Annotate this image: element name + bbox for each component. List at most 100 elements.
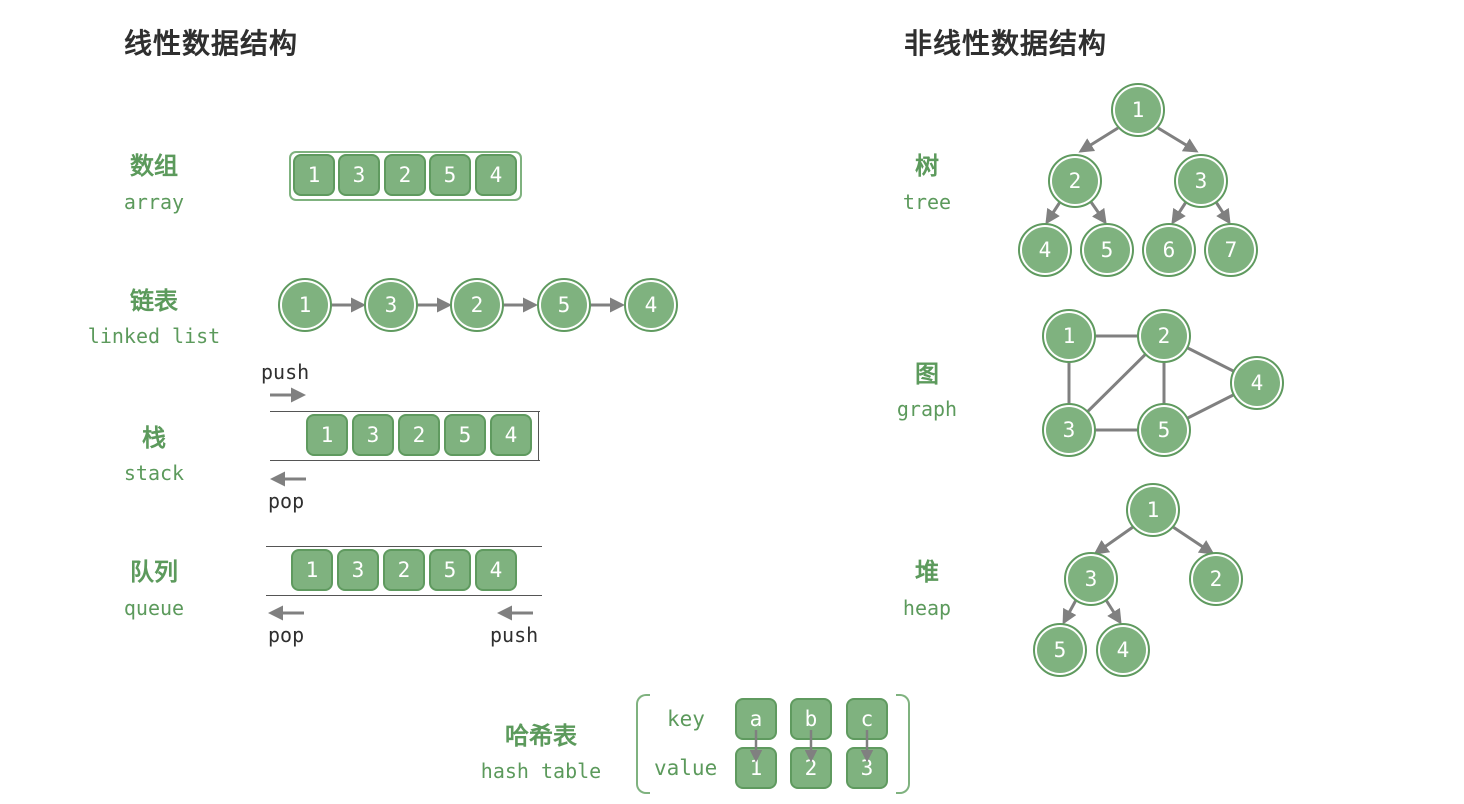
array-cell: 4 [475, 154, 517, 196]
stack-cell: 2 [398, 414, 440, 456]
tree-edge [1089, 201, 1107, 225]
hash-table-bracket-left [636, 694, 650, 794]
graph-node-label: 2 [1158, 324, 1171, 348]
heap-edges [1062, 525, 1215, 625]
list-node-label: 1 [299, 293, 312, 317]
tree-edges [1045, 126, 1231, 225]
stack-cell: 3 [352, 414, 394, 456]
linked-list-label-cn: 链表 [130, 287, 178, 315]
stack-pop-label: pop [268, 489, 305, 513]
array-label-cn: 数组 [130, 152, 178, 180]
stack-cell: 5 [444, 414, 486, 456]
tree-node [1115, 87, 1161, 133]
list-node [628, 282, 674, 328]
heap-node-label: 4 [1117, 638, 1130, 662]
queue-cell: 5 [429, 549, 471, 591]
stack-push-label: push [261, 360, 310, 384]
linked-list-label-en: linked list [87, 324, 221, 348]
tree-edge [1214, 201, 1231, 225]
heap-label-cn: 堆 [915, 558, 939, 586]
queue-cell: 2 [383, 549, 425, 591]
heap-edge [1104, 599, 1122, 625]
queue-label-cn: 队列 [130, 558, 178, 586]
heap-edge [1172, 525, 1215, 555]
array-cell: 5 [429, 154, 471, 196]
stack-bottom-line [270, 460, 540, 461]
graph-node-label: 5 [1158, 418, 1171, 442]
stack-end-wall [538, 411, 539, 461]
graph-node-label: 3 [1063, 418, 1076, 442]
list-node [282, 282, 328, 328]
hash-table-label-en: hash table [480, 759, 602, 783]
stack-label-en: stack [123, 461, 185, 485]
heap-node-label: 1 [1147, 498, 1160, 522]
list-node [541, 282, 587, 328]
queue-pop-label: pop [268, 623, 305, 647]
list-node [454, 282, 500, 328]
heap-edge [1093, 525, 1134, 555]
hash-table-bracket-right [896, 694, 910, 794]
graph-node [1141, 407, 1187, 453]
array-container [289, 151, 522, 201]
queue-bottom-line [266, 595, 542, 596]
tree-node-label: 7 [1225, 238, 1238, 262]
tree-edge [1157, 126, 1199, 153]
heap-node [1037, 627, 1083, 673]
tree-node [1052, 158, 1098, 204]
heap-node [1130, 487, 1176, 533]
heap-edge [1062, 599, 1078, 625]
heap-label-en: heap [902, 596, 952, 620]
tree-label-cn: 树 [915, 152, 939, 180]
heap-node [1193, 556, 1239, 602]
linear-heading: 线性数据结构 [124, 27, 299, 60]
tree-node-label: 5 [1101, 238, 1114, 262]
graph-node [1234, 360, 1280, 406]
tree-node-label: 6 [1163, 238, 1176, 262]
queue-top-line [266, 546, 542, 547]
queue-cell: 1 [291, 549, 333, 591]
list-node-label: 5 [558, 293, 571, 317]
stack-top-line [270, 411, 540, 412]
queue-cell: 3 [337, 549, 379, 591]
array-label-en: array [123, 190, 185, 214]
graph-node-label: 4 [1251, 371, 1264, 395]
heap-node [1100, 627, 1146, 673]
queue-cell: 4 [475, 549, 517, 591]
graph-node-label: 1 [1063, 324, 1076, 348]
graph-node [1046, 407, 1092, 453]
stack-cell: 1 [306, 414, 348, 456]
hash-arrows [749, 730, 874, 763]
tree-node [1178, 158, 1224, 204]
hash-key-label: key [667, 707, 705, 731]
tree-label-en: tree [902, 190, 952, 214]
tree-edge [1078, 126, 1119, 153]
array-cell: 1 [293, 154, 335, 196]
graph-label-cn: 图 [915, 360, 939, 388]
tree-edge [1171, 201, 1188, 225]
tree-node-label: 2 [1069, 169, 1082, 193]
tree-edge [1045, 201, 1062, 225]
stack-label-cn: 栈 [142, 424, 166, 452]
hash-table-label-cn: 哈希表 [505, 722, 577, 750]
graph-node [1046, 313, 1092, 359]
tree-node [1146, 227, 1192, 273]
tree-node-label: 1 [1132, 98, 1145, 122]
hash-value-label: value [654, 756, 718, 780]
tree-node [1084, 227, 1130, 273]
tree-node-label: 3 [1195, 169, 1208, 193]
array-cell: 3 [338, 154, 380, 196]
queue-label-en: queue [123, 596, 185, 620]
hash-key-cell: b [790, 698, 832, 740]
list-node-label: 4 [645, 293, 658, 317]
stack-cell: 4 [490, 414, 532, 456]
heap-node-label: 2 [1210, 567, 1223, 591]
hash-key-cell: c [846, 698, 888, 740]
tree-node-label: 4 [1039, 238, 1052, 262]
graph-node [1141, 313, 1187, 359]
array-cell: 2 [384, 154, 426, 196]
list-node-label: 3 [385, 293, 398, 317]
heap-node-label: 5 [1054, 638, 1067, 662]
queue-push-label: push [490, 623, 539, 647]
